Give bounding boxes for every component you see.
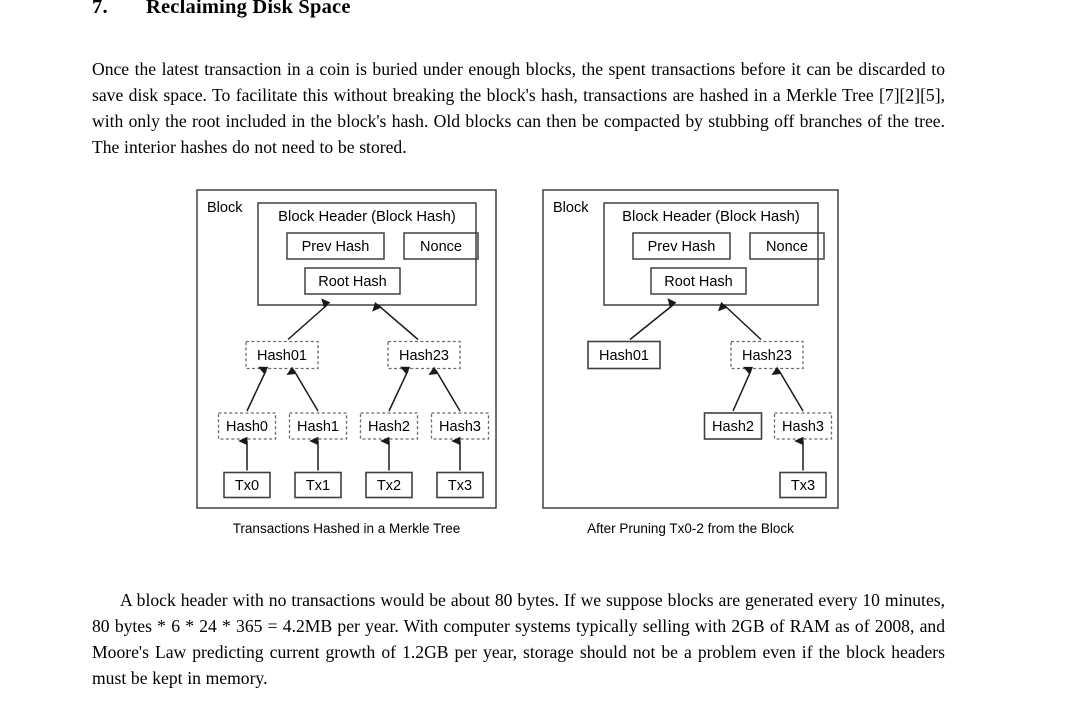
nonce-label: Nonce <box>420 239 462 255</box>
interior-node-hash23-label: Hash23 <box>399 348 449 364</box>
interior-node-hash01-box <box>245 340 319 370</box>
page-title: 7. Reclaiming Disk Space <box>92 0 952 19</box>
tx-node-tx3-label: Tx3 <box>791 478 815 494</box>
root-hash-label: Root Hash <box>664 274 733 290</box>
tx-node-tx3-box <box>436 471 484 499</box>
tx-node-tx1-label: Tx1 <box>306 478 330 494</box>
interior-node-hash23-box <box>730 340 804 370</box>
leaf-node-hash1-label: Hash1 <box>297 419 339 435</box>
prev-hash-label: Prev Hash <box>302 239 370 255</box>
tx-node-tx1-box <box>294 471 342 499</box>
tx-node-tx2-box <box>365 471 413 499</box>
block-header-title: Block Header (Block Hash) <box>278 209 456 225</box>
arrow-leaf-2-to-interior-1 <box>388 366 411 412</box>
interior-node-hash01-label: Hash01 <box>599 348 649 364</box>
interior-node-hash01-label: Hash01 <box>257 348 307 364</box>
leaf-node-hash1-box <box>288 412 348 440</box>
block-header-box <box>257 202 477 306</box>
outro-paragraph: A block header with no transactions woul… <box>92 589 945 689</box>
intro-paragraph: Once the latest transaction in a coin is… <box>92 58 945 158</box>
leaf-node-hash2-label: Hash2 <box>368 419 410 435</box>
block-header-title: Block Header (Block Hash) <box>622 209 800 225</box>
block-label: Block <box>553 200 589 216</box>
leaf-node-hash0-box <box>217 412 277 440</box>
root-hash-box <box>304 267 401 295</box>
tx-node-tx0-box <box>223 471 271 499</box>
block-frame <box>196 189 497 509</box>
arrow-hash23-to-root <box>717 301 762 341</box>
leaf-node-hash3-label: Hash3 <box>782 419 824 435</box>
nonce-box <box>403 232 479 260</box>
tx-node-tx2-label: Tx2 <box>377 478 401 494</box>
nonce-label: Nonce <box>766 239 808 255</box>
leaf-node-hash3-label: Hash3 <box>439 419 481 435</box>
leaf-node-hash2-box <box>359 412 419 440</box>
arrow-hash01-to-root <box>287 298 331 341</box>
caption-pruned: After Pruning Tx0-2 from the Block <box>587 521 794 536</box>
nonce-box <box>749 232 825 260</box>
caption-unpruned: Transactions Hashed in a Merkle Tree <box>232 521 461 536</box>
arrow-hash01-to-root <box>629 298 677 341</box>
leaf-node-hash3-box <box>430 412 490 440</box>
arrow-leaf-1-to-interior-0 <box>286 366 319 412</box>
root-hash-box <box>650 267 747 295</box>
arrow-leaf-1-to-interior-1 <box>771 366 804 412</box>
section-title: Reclaiming Disk Space <box>146 0 351 18</box>
block-header-box <box>603 202 819 306</box>
leaf-node-hash2-box <box>703 412 763 440</box>
arrow-leaf-3-to-interior-1 <box>428 366 461 412</box>
root-hash-label: Root Hash <box>318 274 387 290</box>
prev-hash-box <box>632 232 731 260</box>
interior-node-hash23-box <box>387 340 461 370</box>
arrow-leaf-0-to-interior-1 <box>732 366 754 412</box>
arrow-hash23-to-root <box>372 301 419 341</box>
block-label: Block <box>207 200 243 216</box>
leaf-node-hash3-box <box>773 412 833 440</box>
arrow-leaf-0-to-interior-0 <box>246 366 269 412</box>
interior-node-hash23-label: Hash23 <box>742 348 792 364</box>
leaf-node-hash2-label: Hash2 <box>712 419 754 435</box>
leaf-node-hash0-label: Hash0 <box>226 419 268 435</box>
prev-hash-label: Prev Hash <box>648 239 716 255</box>
block-frame <box>542 189 839 509</box>
prev-hash-box <box>286 232 385 260</box>
tx-node-tx3-box <box>779 471 827 499</box>
tx-node-tx0-label: Tx0 <box>235 478 259 494</box>
section-number: 7. <box>92 0 108 18</box>
tx-node-tx3-label: Tx3 <box>448 478 472 494</box>
interior-node-hash01-box <box>587 340 661 370</box>
